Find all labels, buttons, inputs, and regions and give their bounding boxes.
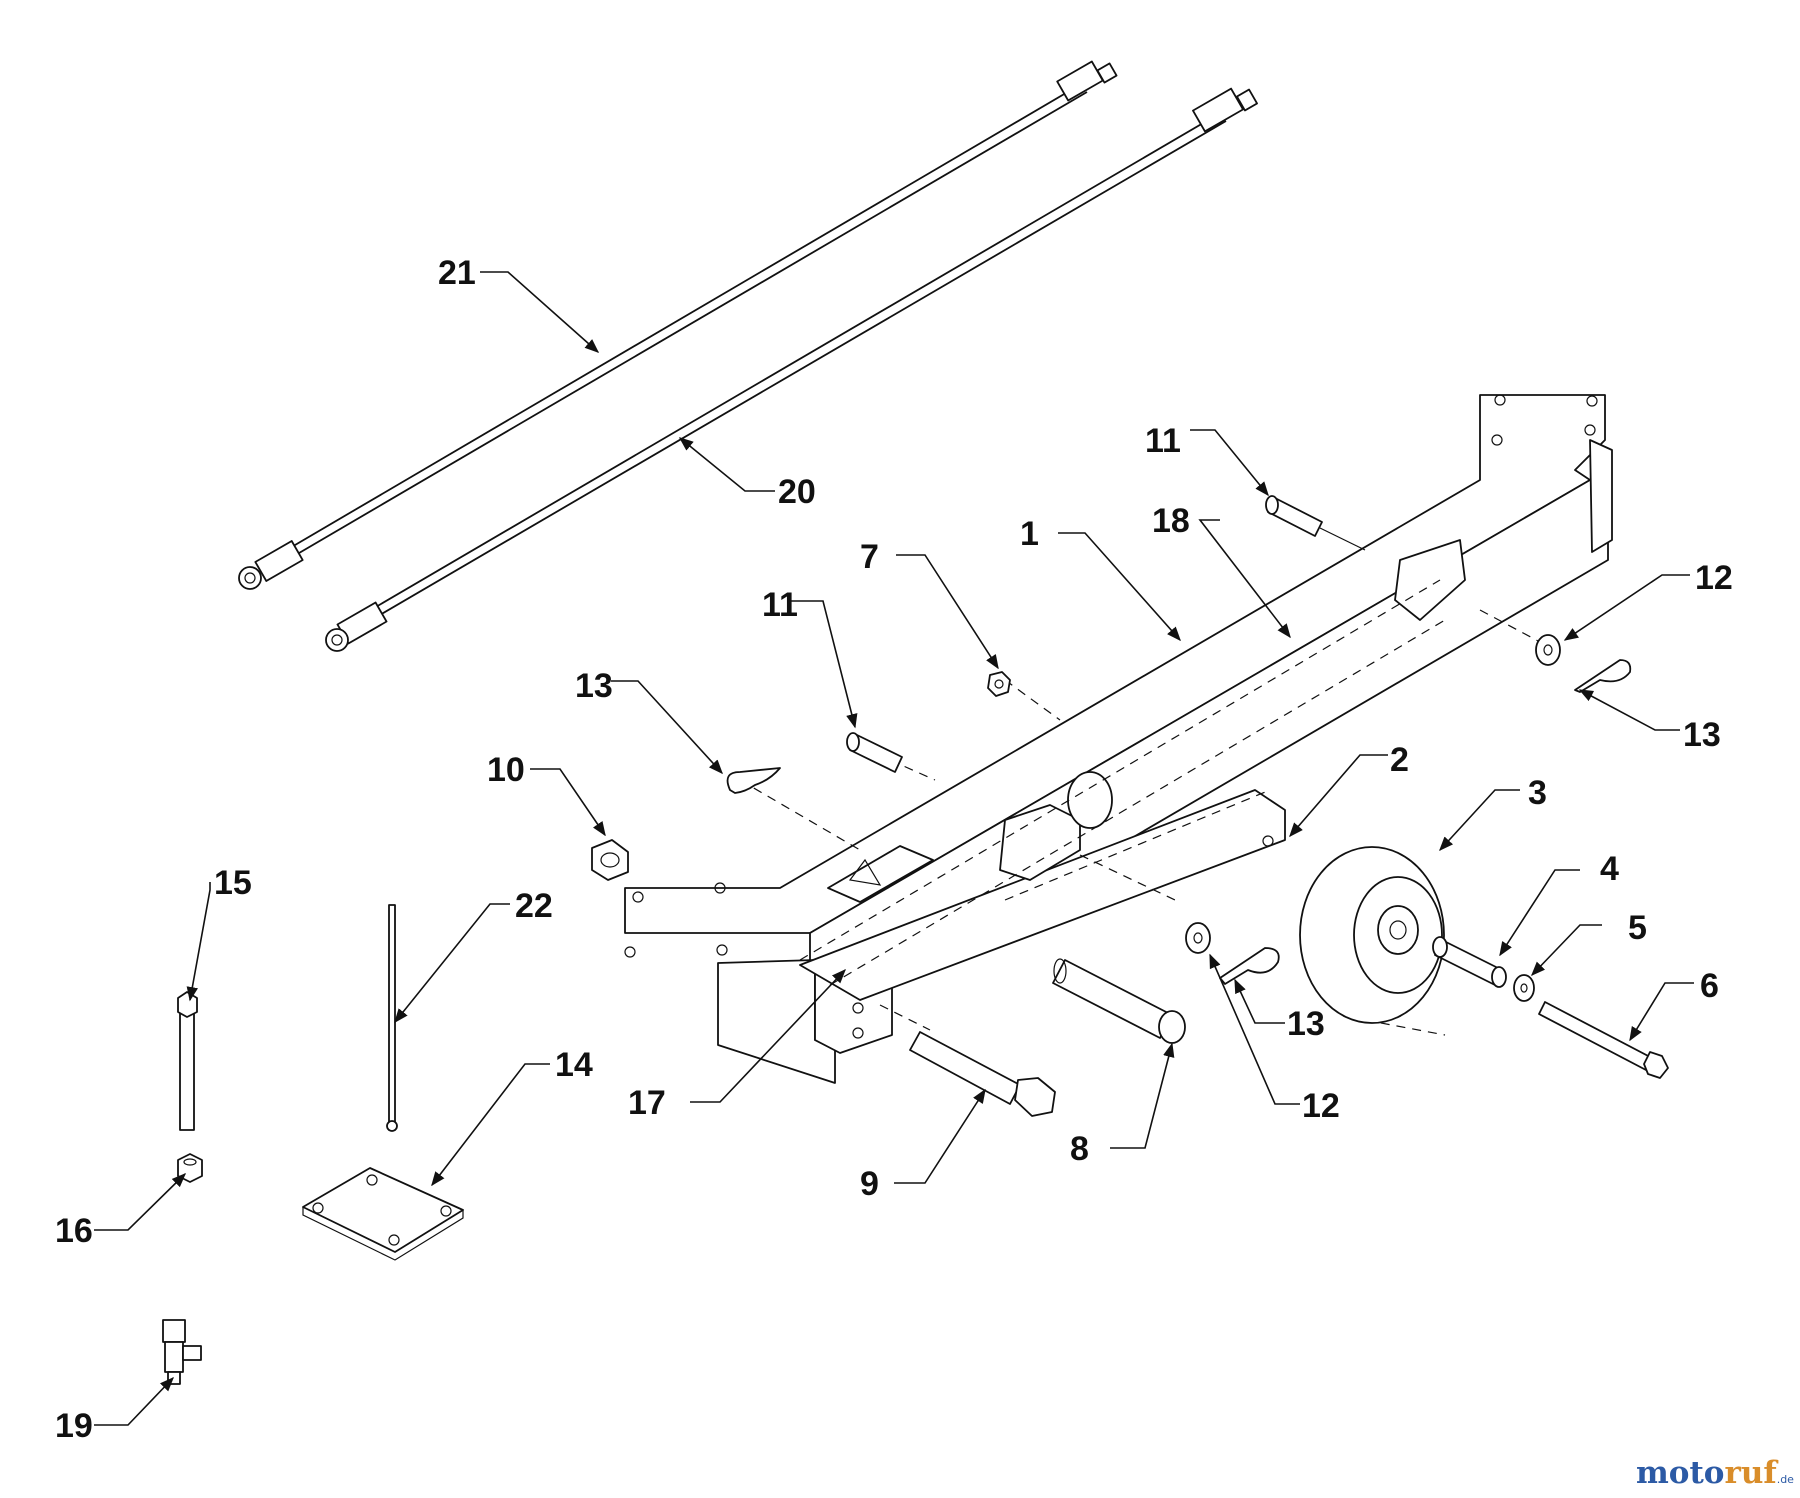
watermark-part2: ruf [1724,1455,1778,1491]
bolt-6 [1538,1001,1669,1079]
nut-7 [987,671,1011,697]
hose-21 [238,60,1118,590]
fitting-19 [162,1319,202,1385]
callout-2: 2 [1390,741,1409,779]
callout-13-mid: 13 [1287,1005,1325,1043]
hair-pin-13-right [1574,659,1632,693]
cable-tie-22 [386,904,398,1132]
washer-12-right [1535,634,1561,666]
hose-20 [325,87,1258,652]
pin-8 [1052,958,1186,1044]
callout-13-right: 13 [1683,716,1721,754]
callout-8: 8 [1070,1130,1089,1168]
watermark-logo: motoruf.de [1636,1455,1794,1491]
spacer-4 [1432,936,1507,988]
callout-11-lower: 11 [762,586,798,624]
washer-5 [1513,974,1535,1002]
pin-11-upper [1265,495,1366,551]
bolt-9 [909,1031,1056,1117]
svg-text:motoruf.de: motoruf.de [1636,1455,1794,1491]
callout-17: 17 [628,1084,666,1122]
cylinder-18 [799,579,1446,986]
callout-11-upper: 11 [1145,422,1181,460]
callout-18: 18 [1152,502,1190,540]
pin-11-lower [846,732,903,773]
wheel-3 [1299,846,1445,1024]
callout-19: 19 [55,1407,93,1445]
callout-5: 5 [1628,909,1647,947]
callout-21: 21 [438,254,476,292]
washer-12-mid [1185,922,1211,954]
callout-7: 7 [860,538,879,576]
callout-14: 14 [555,1046,593,1084]
callout-12-right: 12 [1695,559,1733,597]
plate-14 [302,1167,464,1261]
watermark-part1: moto [1636,1455,1724,1491]
callout-13-left: 13 [575,667,613,705]
nut-10 [591,839,629,881]
callout-15: 15 [214,864,252,902]
watermark-suffix: .de [1777,1473,1794,1486]
main-beam [624,394,1613,1084]
callout-20: 20 [778,473,816,511]
callout-4: 4 [1600,850,1619,888]
callout-labels: 21 20 1 18 11 7 11 13 10 12 13 2 3 4 5 6… [55,254,1733,1445]
callout-6: 6 [1700,967,1719,1005]
callout-22: 22 [515,887,553,925]
callout-10: 10 [487,751,525,789]
warning-decal [827,845,934,903]
hair-pin-13-mid [1219,947,1280,985]
callout-9: 9 [860,1165,879,1203]
callout-12-mid: 12 [1302,1087,1340,1125]
bolt-15 [177,991,198,1131]
hair-pin-13-left [726,767,781,794]
leader-lines [94,271,1694,1426]
callout-3: 3 [1528,774,1547,812]
callout-16: 16 [55,1212,93,1250]
callout-1: 1 [1020,515,1039,553]
